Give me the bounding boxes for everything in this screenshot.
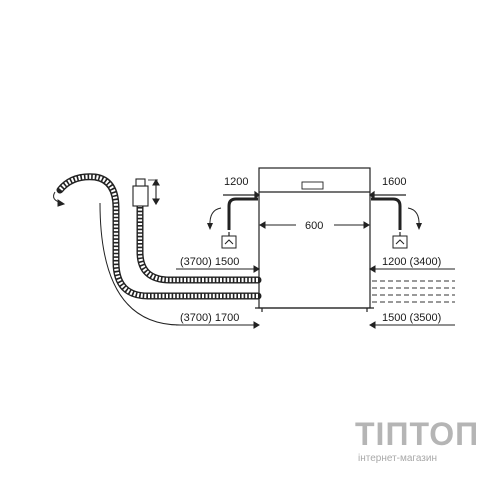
aquastop-valve bbox=[132, 178, 160, 207]
dim-right-drain: 1500 (3500) bbox=[382, 312, 441, 324]
left-drain-dimension bbox=[176, 321, 260, 329]
width-dimension-line bbox=[259, 221, 370, 229]
right-inlet-dimension bbox=[369, 265, 455, 273]
dim-right-top: 1600 bbox=[382, 176, 406, 188]
dim-left-top: 1200 bbox=[224, 176, 248, 188]
left-inlet-dimension bbox=[176, 265, 260, 273]
drain-reach-arc bbox=[99, 202, 181, 326]
dim-width: 600 bbox=[305, 220, 323, 232]
inlet-hose bbox=[136, 201, 262, 284]
dim-right-inlet: 1200 (3400) bbox=[382, 256, 441, 268]
left-water-connection bbox=[207, 190, 260, 249]
dim-left-drain: (3700) 1700 bbox=[180, 312, 239, 324]
drain-hose bbox=[56, 173, 262, 300]
drain-hose-end bbox=[53, 191, 66, 207]
dim-left-inlet: (3700) 1500 bbox=[180, 256, 239, 268]
dishwasher-body bbox=[255, 167, 374, 312]
right-water-connection bbox=[369, 190, 422, 249]
right-drain-dimension bbox=[369, 321, 455, 329]
watermark-logo: TIПТОП інтернет-магазин bbox=[355, 416, 479, 464]
watermark-brand: TIПТОП bbox=[355, 416, 479, 452]
watermark-subtitle: інтернет-магазин bbox=[358, 453, 437, 464]
right-dashed-lines bbox=[372, 280, 455, 303]
